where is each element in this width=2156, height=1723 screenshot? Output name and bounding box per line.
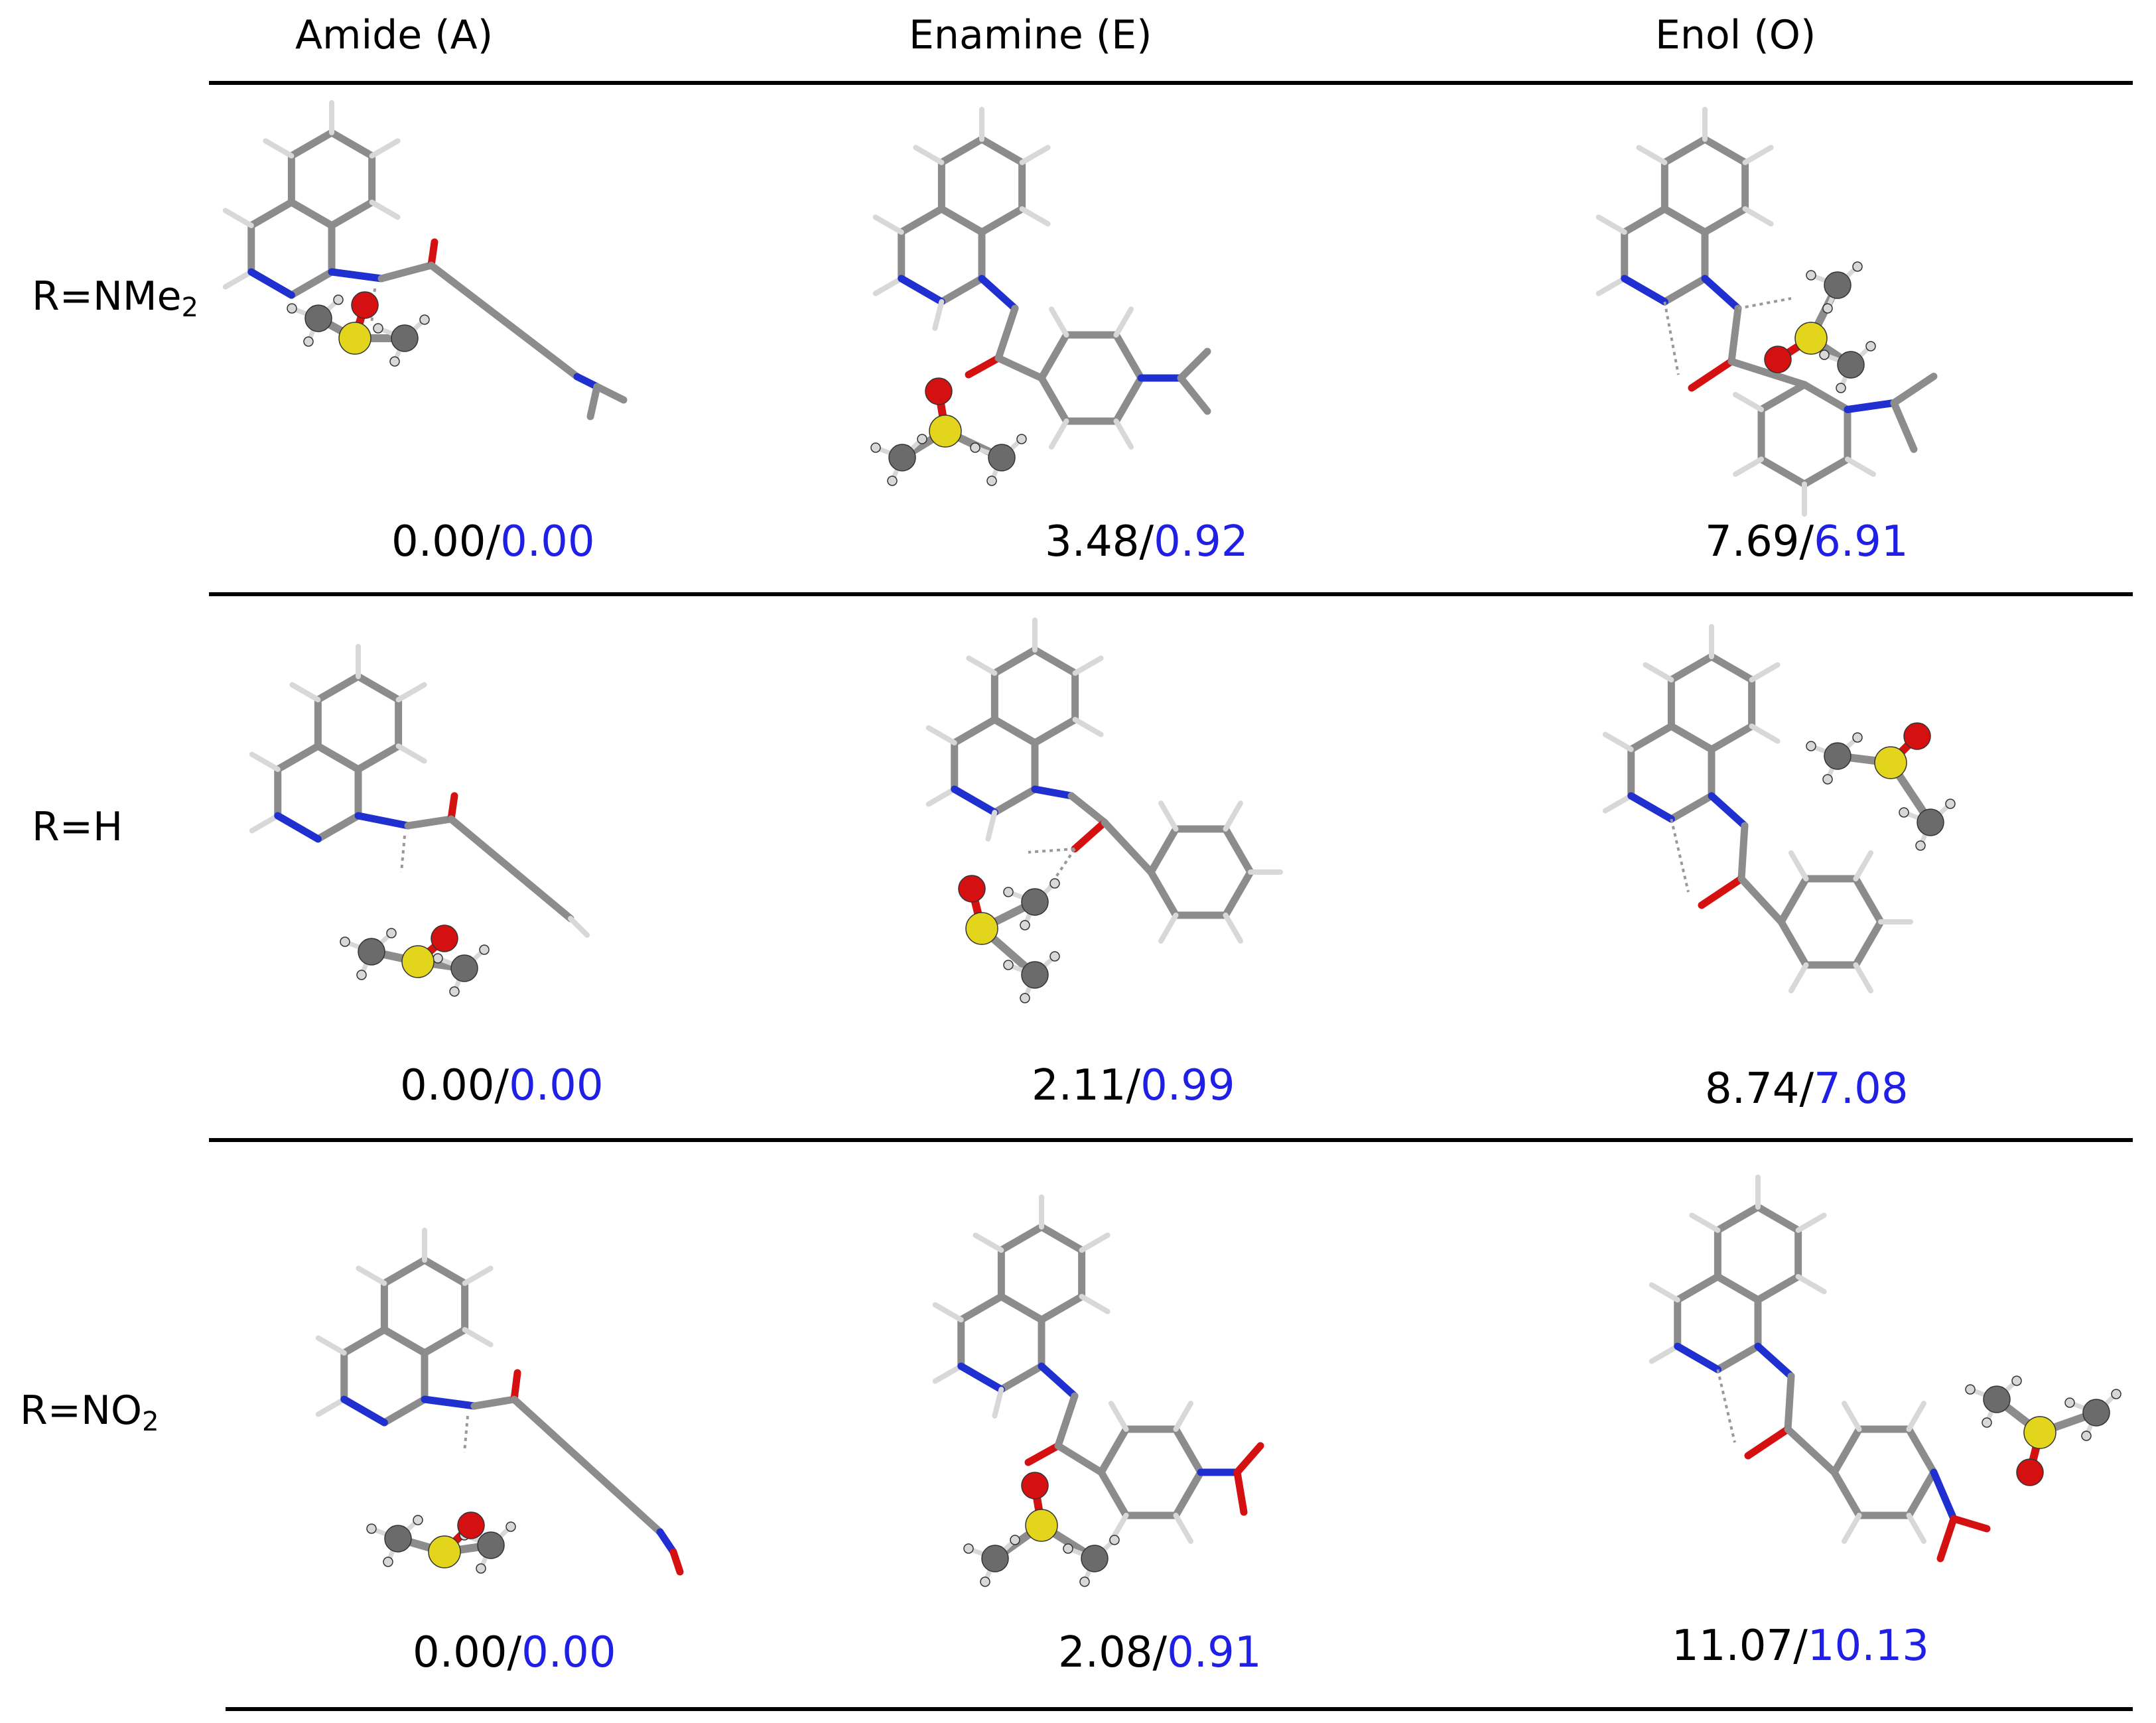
molecule-no2-amide [315,1228,684,1576]
row-label-nme2: R=NMe2 [32,273,198,323]
bottom-rule [226,1707,2133,1711]
molecule-h-enamine [925,617,1283,1003]
header-enamine: Enamine (E) [909,12,1152,58]
energy-no2-amide: 0.00/0.00 [413,1628,616,1677]
molecule-nme2-enol [1595,107,1938,517]
molecule-no2-enamine [932,1194,1264,1587]
energy-nme2-amide: 0.00/0.00 [391,517,595,566]
energy-h-enamine: 2.11/0.99 [1032,1061,1235,1110]
energy-h-enol: 8.74/7.08 [1705,1064,1909,1114]
row-label-h: R=H [32,804,123,850]
molecule-nme2-enamine [870,107,1211,486]
row-divider-1 [209,592,2133,596]
molecule-h-amide [249,644,590,997]
molecule-no2-enol [1649,1175,2122,1563]
header-enol: Enol (O) [1655,12,1816,58]
header-amide: Amide (A) [295,12,494,58]
row-label-no2: R=NO2 [20,1387,159,1437]
energy-no2-enamine: 2.08/0.91 [1058,1628,1262,1677]
energy-no2-enol: 11.07/10.13 [1672,1622,1929,1671]
row-divider-2 [209,1138,2133,1142]
molecule-h-enol [1602,624,1956,993]
energy-h-amide: 0.00/0.00 [400,1061,604,1110]
molecule-nme2-amide [222,100,628,420]
top-rule [209,81,2133,85]
energy-nme2-enamine: 3.48/0.92 [1045,517,1248,566]
energy-nme2-enol: 7.69/6.91 [1705,517,1909,566]
